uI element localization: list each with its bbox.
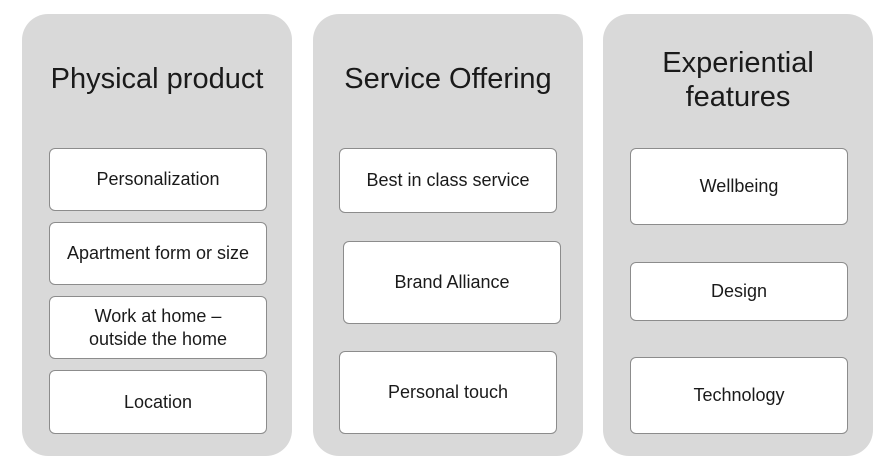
card-location: Location (49, 370, 267, 434)
card-technology: Technology (630, 357, 848, 434)
column-physical-product: Physical product Personalization Apartme… (22, 14, 292, 456)
column-service-offering: Service Offering Best in class service B… (313, 14, 583, 456)
card-work-at-home: Work at home – outside the home (49, 296, 267, 359)
card-wellbeing: Wellbeing (630, 148, 848, 225)
column-title: Experiential features (662, 47, 814, 113)
card-apartment-form-or-size: Apartment form or size (49, 222, 267, 285)
column-title: Physical product (50, 63, 264, 95)
card-personalization: Personalization (49, 148, 267, 211)
card-personal-touch: Personal touch (339, 351, 557, 434)
column-experiential-features: Experiential features Wellbeing Design T… (603, 14, 873, 456)
card-brand-alliance: Brand Alliance (343, 241, 561, 324)
column-title: Service Offering (344, 63, 552, 95)
card-best-in-class-service: Best in class service (339, 148, 557, 213)
card-design: Design (630, 262, 848, 321)
